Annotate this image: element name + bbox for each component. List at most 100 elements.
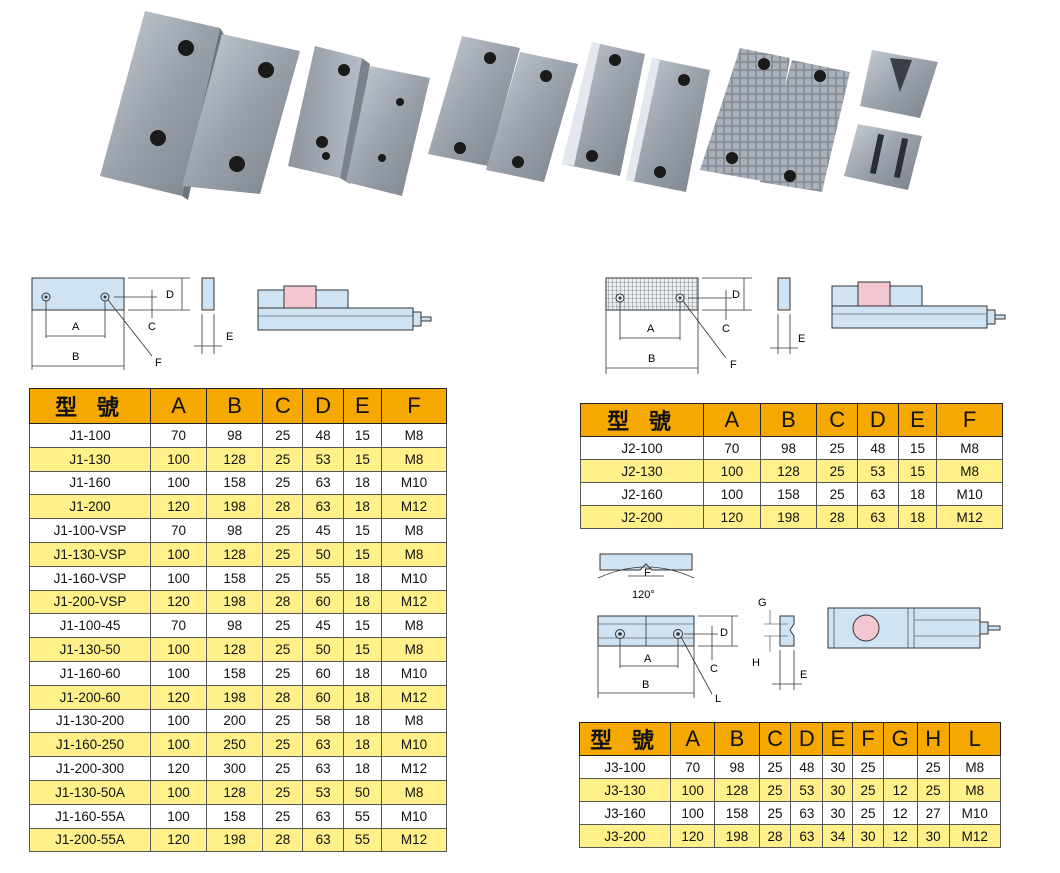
- value-cell: 100: [703, 459, 761, 483]
- value-cell: 18: [342, 589, 382, 615]
- value-cell: 63: [790, 824, 824, 848]
- value-cell: 98: [759, 436, 818, 460]
- model-cell: J1-160-250: [29, 732, 151, 758]
- value-cell: 98: [206, 613, 264, 639]
- value-cell: 70: [149, 518, 208, 543]
- value-cell: M8: [936, 459, 1003, 483]
- value-cell: M8: [380, 613, 448, 639]
- value-cell: 25: [262, 708, 304, 734]
- value-cell: M12: [948, 824, 1002, 848]
- value-cell: 30: [852, 824, 884, 848]
- value-cell: 120: [149, 827, 208, 853]
- value-cell: 198: [206, 589, 264, 615]
- model-cell: J3-160: [579, 801, 671, 825]
- value-cell: 98: [206, 423, 264, 448]
- value-cell: 28: [816, 505, 859, 529]
- value-cell: M10: [380, 803, 448, 829]
- dim-label-a: A: [72, 321, 80, 333]
- value-cell: 63: [302, 827, 344, 853]
- jaw-photo-thin-a: [428, 36, 520, 166]
- value-cell: 25: [262, 541, 304, 567]
- value-cell: 18: [897, 482, 938, 506]
- jaw-photo-plain-b: [182, 34, 300, 194]
- value-cell: 25: [758, 801, 792, 825]
- diagram-j3: F 120° A B D C L G H E: [597, 553, 1001, 705]
- value-cell: M12: [936, 505, 1003, 529]
- jaw-side-view: [201, 277, 215, 311]
- jaw-photo-thin-b: [486, 52, 578, 182]
- value-cell: [882, 755, 918, 779]
- diagram-j1: A B D C F E: [31, 277, 432, 370]
- value-cell: 198: [714, 824, 760, 848]
- col-header-d: D: [790, 722, 824, 756]
- value-cell: 70: [669, 755, 716, 779]
- col-header-d: D: [857, 403, 899, 437]
- value-cell: 18: [342, 708, 382, 734]
- model-cell: J1-130-VSP: [29, 541, 151, 567]
- jaw-side-view: [779, 615, 795, 647]
- col-header-model: 型 號: [29, 388, 151, 424]
- col-header-a: A: [669, 722, 716, 756]
- value-cell: M10: [948, 801, 1002, 825]
- value-cell: 63: [302, 756, 344, 781]
- dim-label-e: E: [800, 669, 807, 681]
- value-cell: 158: [206, 565, 264, 591]
- col-header-f: F: [852, 722, 884, 756]
- value-cell: 15: [342, 613, 382, 639]
- value-cell: 25: [262, 470, 304, 496]
- dim-label-e: E: [226, 331, 233, 343]
- value-cell: M8: [948, 755, 1002, 779]
- model-cell: J3-130: [579, 778, 671, 802]
- value-cell: 128: [206, 637, 264, 662]
- value-cell: 45: [302, 518, 344, 543]
- value-cell: M10: [380, 565, 448, 591]
- value-cell: 28: [758, 824, 792, 848]
- col-header-a: A: [149, 388, 208, 424]
- value-cell: 25: [262, 423, 304, 448]
- value-cell: 63: [302, 803, 344, 829]
- value-cell: 100: [149, 446, 208, 472]
- value-cell: M10: [380, 660, 448, 686]
- dim-label-d: D: [166, 289, 174, 301]
- col-header-f: F: [380, 388, 448, 424]
- model-cell: J1-160-55A: [29, 803, 151, 829]
- col-header-c: C: [758, 722, 792, 756]
- value-cell: 128: [206, 446, 264, 472]
- model-cell: J1-130-200: [29, 708, 151, 734]
- dim-label-l: L: [715, 693, 721, 705]
- table-header-row: 型 號 A B C D E F: [29, 388, 448, 424]
- vise-illustration: [831, 281, 1006, 329]
- value-cell: 100: [149, 660, 208, 686]
- value-cell: 98: [714, 755, 760, 779]
- value-cell: 100: [149, 732, 208, 758]
- value-cell: 63: [302, 732, 344, 758]
- value-cell: 58: [302, 708, 344, 734]
- value-cell: M8: [380, 518, 448, 543]
- value-cell: 100: [149, 779, 208, 805]
- value-cell: 158: [206, 470, 264, 496]
- value-cell: 98: [206, 518, 264, 543]
- col-header-b: B: [759, 403, 818, 437]
- col-header-g: G: [882, 722, 918, 756]
- col-header-model: 型 號: [580, 403, 704, 437]
- value-cell: 25: [852, 778, 884, 802]
- value-cell: 158: [759, 482, 818, 506]
- value-cell: 25: [262, 518, 304, 543]
- value-cell: M8: [380, 423, 448, 448]
- model-cell: J1-160: [29, 470, 151, 496]
- value-cell: 100: [149, 541, 208, 567]
- vise-illustration: [827, 607, 1001, 649]
